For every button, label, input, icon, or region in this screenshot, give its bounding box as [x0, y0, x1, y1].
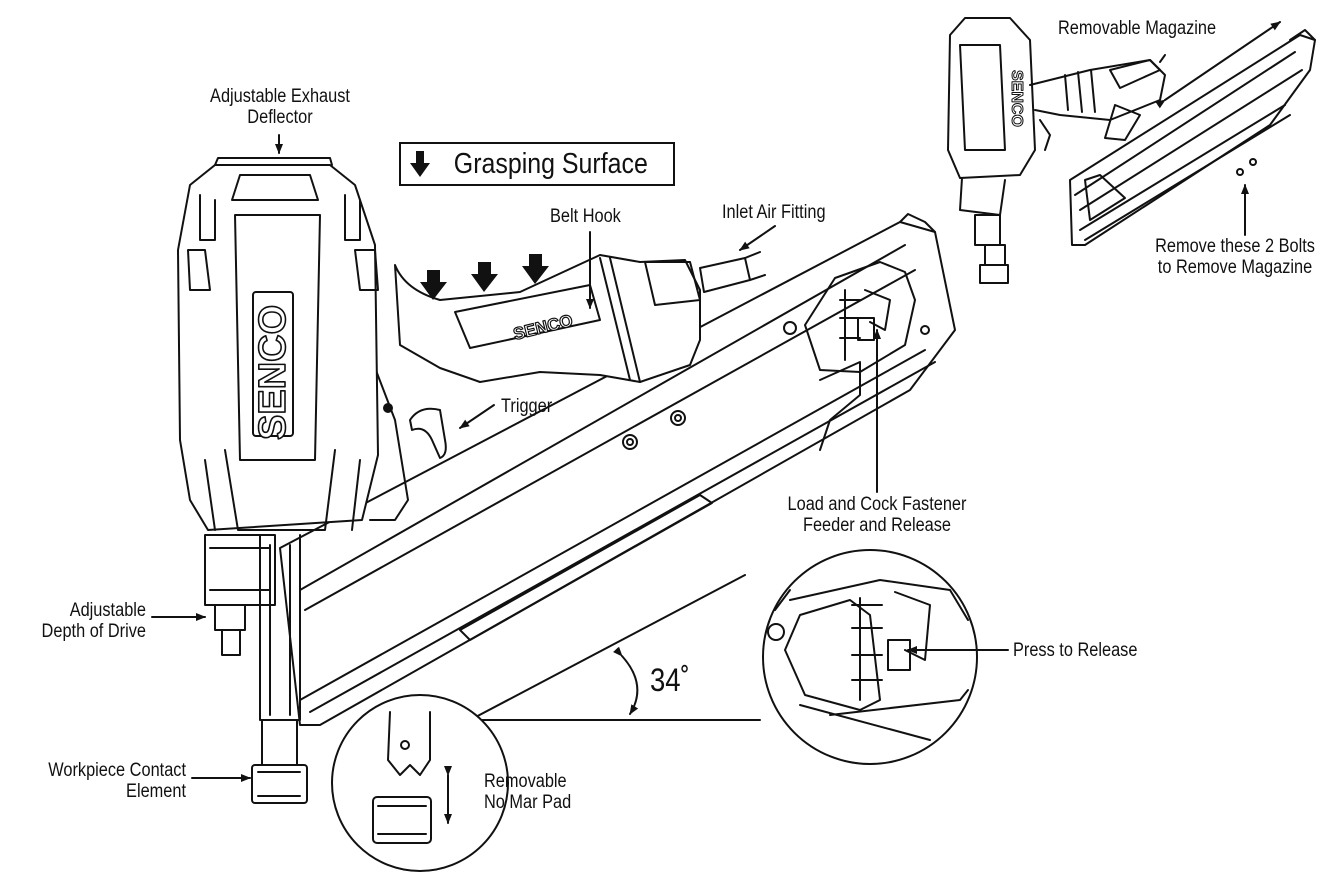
trigger-part	[369, 359, 447, 521]
nomar-detail	[331, 694, 509, 872]
workpiece-line-2: Element	[126, 781, 186, 802]
exhaust-line-2: Deflector	[247, 107, 313, 128]
nomar-pad-label: Removable No Mar Pad	[484, 771, 571, 813]
motor-head: SENCO	[177, 157, 379, 531]
load-line-2: Feeder and Release	[802, 515, 952, 536]
removable-magazine-label: Removable Magazine	[1058, 18, 1217, 39]
workpiece-contact-label: Workpiece Contact Element	[26, 760, 186, 802]
feeder-window	[804, 261, 916, 373]
depth-line-2: Depth of Drive	[41, 621, 146, 642]
depth-line-1: Adjustable	[69, 600, 146, 621]
down-arrow-icon	[410, 151, 431, 177]
bolts-line-1: Remove these 2 Bolts	[1155, 236, 1315, 257]
grasp-arrows	[420, 254, 549, 300]
exhaust-line-1: Adjustable Exhaust	[210, 86, 350, 107]
handle-grip: SENCO	[394, 251, 766, 383]
grasping-surface-box: Grasping Surface	[399, 142, 675, 186]
load-cock-label: Load and Cock Fastener Feeder and Releas…	[774, 494, 980, 536]
angle-label: 34˚	[650, 662, 690, 698]
nose-assembly	[204, 534, 308, 804]
leader-arrows	[151, 134, 1249, 782]
nomar-line-1: Removable	[484, 771, 567, 792]
magazine-rail	[279, 213, 956, 726]
belt-hook-label: Belt Hook	[550, 206, 621, 227]
workpiece-line-1: Workpiece Contact	[48, 760, 186, 781]
inlet-air-label: Inlet Air Fitting	[722, 202, 826, 223]
load-line-1: Load and Cock Fastener	[787, 494, 967, 515]
contact-element-pad	[251, 764, 308, 804]
magazine-inset: SENCO	[947, 17, 1316, 284]
remove-bolts-label: Remove these 2 Bolts to Remove Magazine	[1145, 236, 1326, 278]
release-detail	[762, 549, 978, 765]
head-brand-text: SENCO	[252, 305, 294, 440]
exhaust-deflector-label: Adjustable Exhaust Deflector	[194, 86, 366, 128]
bolts-line-2: to Remove Magazine	[1157, 257, 1313, 278]
angle-indicator	[469, 574, 761, 721]
press-release-label: Press to Release	[1013, 640, 1138, 661]
trigger-label: Trigger	[501, 396, 553, 417]
depth-of-drive-label: Adjustable Depth of Drive	[20, 600, 146, 642]
inset-brand-text: SENCO	[1008, 70, 1025, 127]
nomar-line-2: No Mar Pad	[484, 792, 572, 813]
grasping-surface-label: Grasping Surface	[453, 147, 649, 180]
